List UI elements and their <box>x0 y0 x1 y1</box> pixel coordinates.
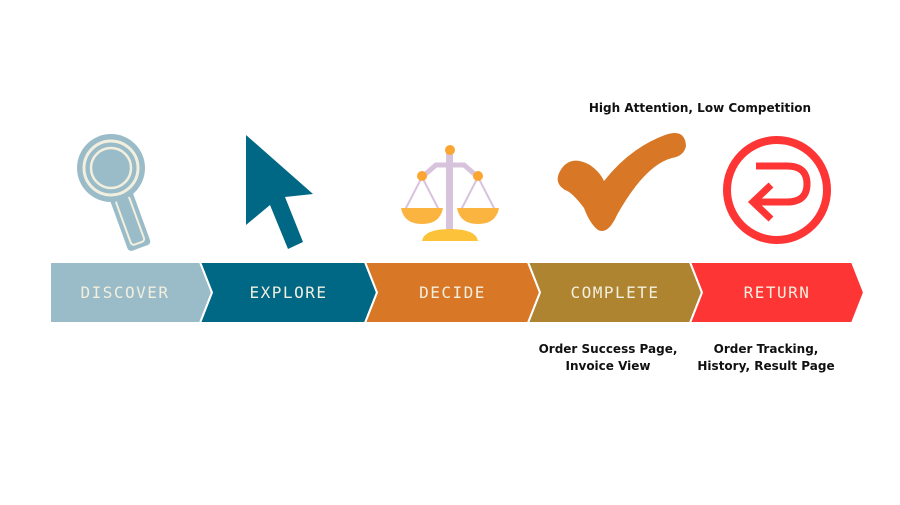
checkmark-icon <box>557 133 686 231</box>
stage-label: DECIDE <box>419 283 486 302</box>
stage-complete: COMPLETE <box>526 261 704 324</box>
return-icon <box>723 136 831 244</box>
stage-label: DISCOVER <box>80 283 169 302</box>
magnifier-icon <box>77 134 151 251</box>
stage-explore: EXPLORE <box>198 261 379 324</box>
stage-label: COMPLETE <box>570 283 659 302</box>
stage-label: RETURN <box>744 283 811 302</box>
complete-note-line-2: Invoice View <box>565 359 650 373</box>
stage-arrow <box>688 261 866 324</box>
scales-icon <box>401 145 499 241</box>
stage-discover: DISCOVER <box>49 261 214 324</box>
return-note-line-1: Order Tracking, <box>714 342 819 356</box>
cursor-icon <box>246 135 313 249</box>
return-note-line-2: History, Result Page <box>697 359 834 373</box>
stage-decide: DECIDE <box>363 261 542 324</box>
stage-return: RETURN <box>688 261 866 324</box>
complete-note-line-1: Order Success Page, <box>539 342 678 356</box>
stage-label: EXPLORE <box>250 283 328 302</box>
header-note: High Attention, Low Competition <box>589 101 811 115</box>
